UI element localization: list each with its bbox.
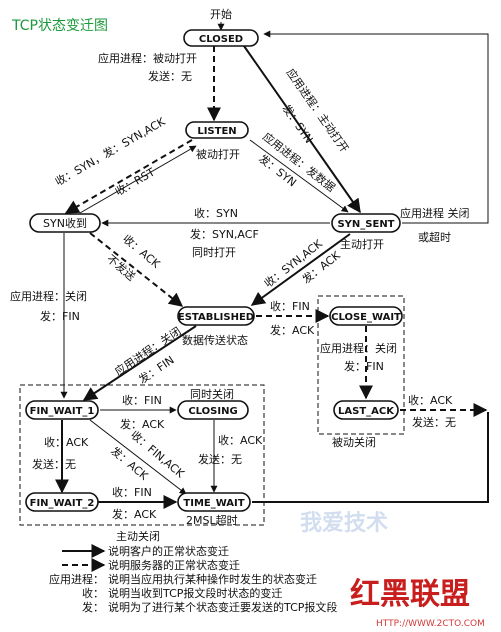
listen-to-synrcvd-arrow bbox=[64, 139, 193, 214]
label-start: 开始 bbox=[210, 7, 232, 21]
svg-text:FIN_WAIT_2: FIN_WAIT_2 bbox=[30, 498, 95, 509]
state-established: ESTABLISHED bbox=[177, 306, 255, 326]
state-last-ack: LAST_ACK bbox=[333, 400, 399, 420]
svg-text:LAST_ACK: LAST_ACK bbox=[338, 406, 395, 417]
diagram-title: TCP状态变迁图 bbox=[11, 18, 108, 34]
timewait-to-closed-line bbox=[252, 412, 489, 503]
label-cw-la-1: 应用进程：关闭 bbox=[320, 341, 397, 355]
state-syn-sent: SYN_SENT bbox=[331, 213, 401, 233]
svg-text:CLOSED: CLOSED bbox=[199, 34, 243, 45]
legend-app-key: 应用进程： bbox=[49, 572, 104, 586]
state-closing: CLOSING bbox=[177, 400, 249, 420]
synrcvd-to-listen-arrow bbox=[79, 145, 197, 214]
passive-close-box bbox=[317, 295, 405, 435]
svg-text:ESTABLISHED: ESTABLISHED bbox=[178, 312, 254, 323]
svg-text:TIME_WAIT: TIME_WAIT bbox=[183, 498, 244, 509]
label-simultaneous-close: 同时关闭 bbox=[190, 387, 234, 401]
state-fin-wait-1: FIN_WAIT_1 bbox=[25, 400, 99, 420]
label-synsent-synrcvd-1: 收：SYN bbox=[194, 206, 238, 220]
svg-text:CLOSE_WAIT: CLOSE_WAIT bbox=[331, 312, 401, 323]
label-active-open: 主动打开 bbox=[340, 237, 384, 251]
label-fw1-closing-2: 发：ACK bbox=[120, 417, 165, 431]
label-la-closed-2: 发送：无 bbox=[412, 415, 456, 429]
label-cw-la-2: 发：FIN bbox=[344, 359, 384, 373]
state-syn-rcvd: SYN收到 bbox=[29, 213, 101, 233]
label-fw1-fw2-2: 发送：无 bbox=[32, 457, 76, 471]
label-msl-timeout: 2MSL超时 bbox=[186, 513, 238, 527]
legend-dashed-text: 说明服务器的正常状态变迁 bbox=[108, 558, 240, 572]
label-fw1-closing-1: 收：FIN bbox=[122, 393, 162, 407]
state-fin-wait-2: FIN_WAIT_2 bbox=[25, 492, 99, 512]
legend-app-desc: 说明当应用执行某种操作时发生的状态变迁 bbox=[108, 572, 317, 586]
svg-text:LISTEN: LISTEN bbox=[197, 126, 236, 137]
state-close-wait: CLOSE_WAIT bbox=[329, 306, 403, 326]
listen-to-synsent-arrow bbox=[249, 139, 349, 213]
svg-text:FIN_WAIT_1: FIN_WAIT_1 bbox=[30, 406, 95, 417]
label-synsent-closed-1: 应用进程 关闭 bbox=[400, 206, 470, 220]
label-simultaneous-open: 同时打开 bbox=[192, 245, 236, 259]
synsent-to-closed-arrow bbox=[263, 30, 489, 224]
label-closing-tw-2: 发送：无 bbox=[198, 452, 242, 466]
label-closed-listen-1: 应用进程：被动打开 bbox=[98, 51, 197, 65]
watermark-faint: 我爱技术 bbox=[300, 511, 388, 536]
label-synsent-closed-2: 或超时 bbox=[418, 230, 451, 244]
state-closed: CLOSED bbox=[183, 29, 259, 47]
legend-solid-text: 说明客户的正常状态变迁 bbox=[108, 544, 229, 558]
legend-send-key: 发： bbox=[82, 600, 104, 614]
label-synrcvd-fw1-2: 发：FIN bbox=[40, 309, 80, 323]
label-fw1-fw2-1: 收：ACK bbox=[44, 435, 89, 449]
svg-text:SYN收到: SYN收到 bbox=[43, 216, 87, 230]
active-close-box bbox=[19, 384, 265, 526]
legend: 说明客户的正常状态变迁 说明服务器的正常状态变迁 应用进程： 说明当应用执行某种… bbox=[49, 544, 337, 614]
label-passive-close: 被动关闭 bbox=[332, 435, 376, 449]
legend-recv-key: 收： bbox=[82, 586, 104, 600]
label-fw2-tw-1: 收：FIN bbox=[112, 485, 152, 499]
label-passive-open: 被动打开 bbox=[196, 147, 240, 161]
label-closing-tw-1: 收：ACK bbox=[218, 433, 263, 447]
state-listen: LISTEN bbox=[185, 121, 249, 139]
label-synrcvd-fw1-1: 应用进程：关闭 bbox=[10, 289, 87, 303]
synsent-to-est-arrow bbox=[250, 233, 351, 306]
label-est-closewait-1: 收：FIN bbox=[270, 299, 310, 313]
fw1-to-timewait-arrow bbox=[89, 419, 187, 495]
label-data-transfer: 数据传送状态 bbox=[182, 333, 248, 347]
label-la-closed-1: 收：ACK bbox=[408, 393, 453, 407]
svg-text:SYN_SENT: SYN_SENT bbox=[337, 219, 394, 230]
watermark-logo: 红黑联盟 bbox=[350, 577, 470, 612]
label-est-closewait-2: 发：ACK bbox=[270, 323, 315, 337]
svg-text:CLOSING: CLOSING bbox=[188, 406, 237, 417]
state-time-wait: TIME_WAIT bbox=[177, 492, 251, 512]
est-to-fw1-arrow bbox=[82, 325, 197, 401]
label-synsent-synrcvd-2: 发：SYN,ACF bbox=[190, 227, 259, 241]
legend-recv-desc: 说明当收到TCP报文段时状态的变迁 bbox=[108, 586, 282, 600]
closed-to-synsent-arrow bbox=[243, 45, 361, 214]
legend-send-desc: 说明为了进行某个状态变迁要发送的TCP报文段 bbox=[108, 600, 337, 614]
label-fw2-tw-2: 发：ACK bbox=[112, 507, 157, 521]
label-active-close: 主动关闭 bbox=[116, 529, 160, 543]
watermark-url: HTTP://WWW.2CTO.COM bbox=[376, 619, 485, 629]
label-closed-listen-2: 发送：无 bbox=[148, 69, 192, 83]
